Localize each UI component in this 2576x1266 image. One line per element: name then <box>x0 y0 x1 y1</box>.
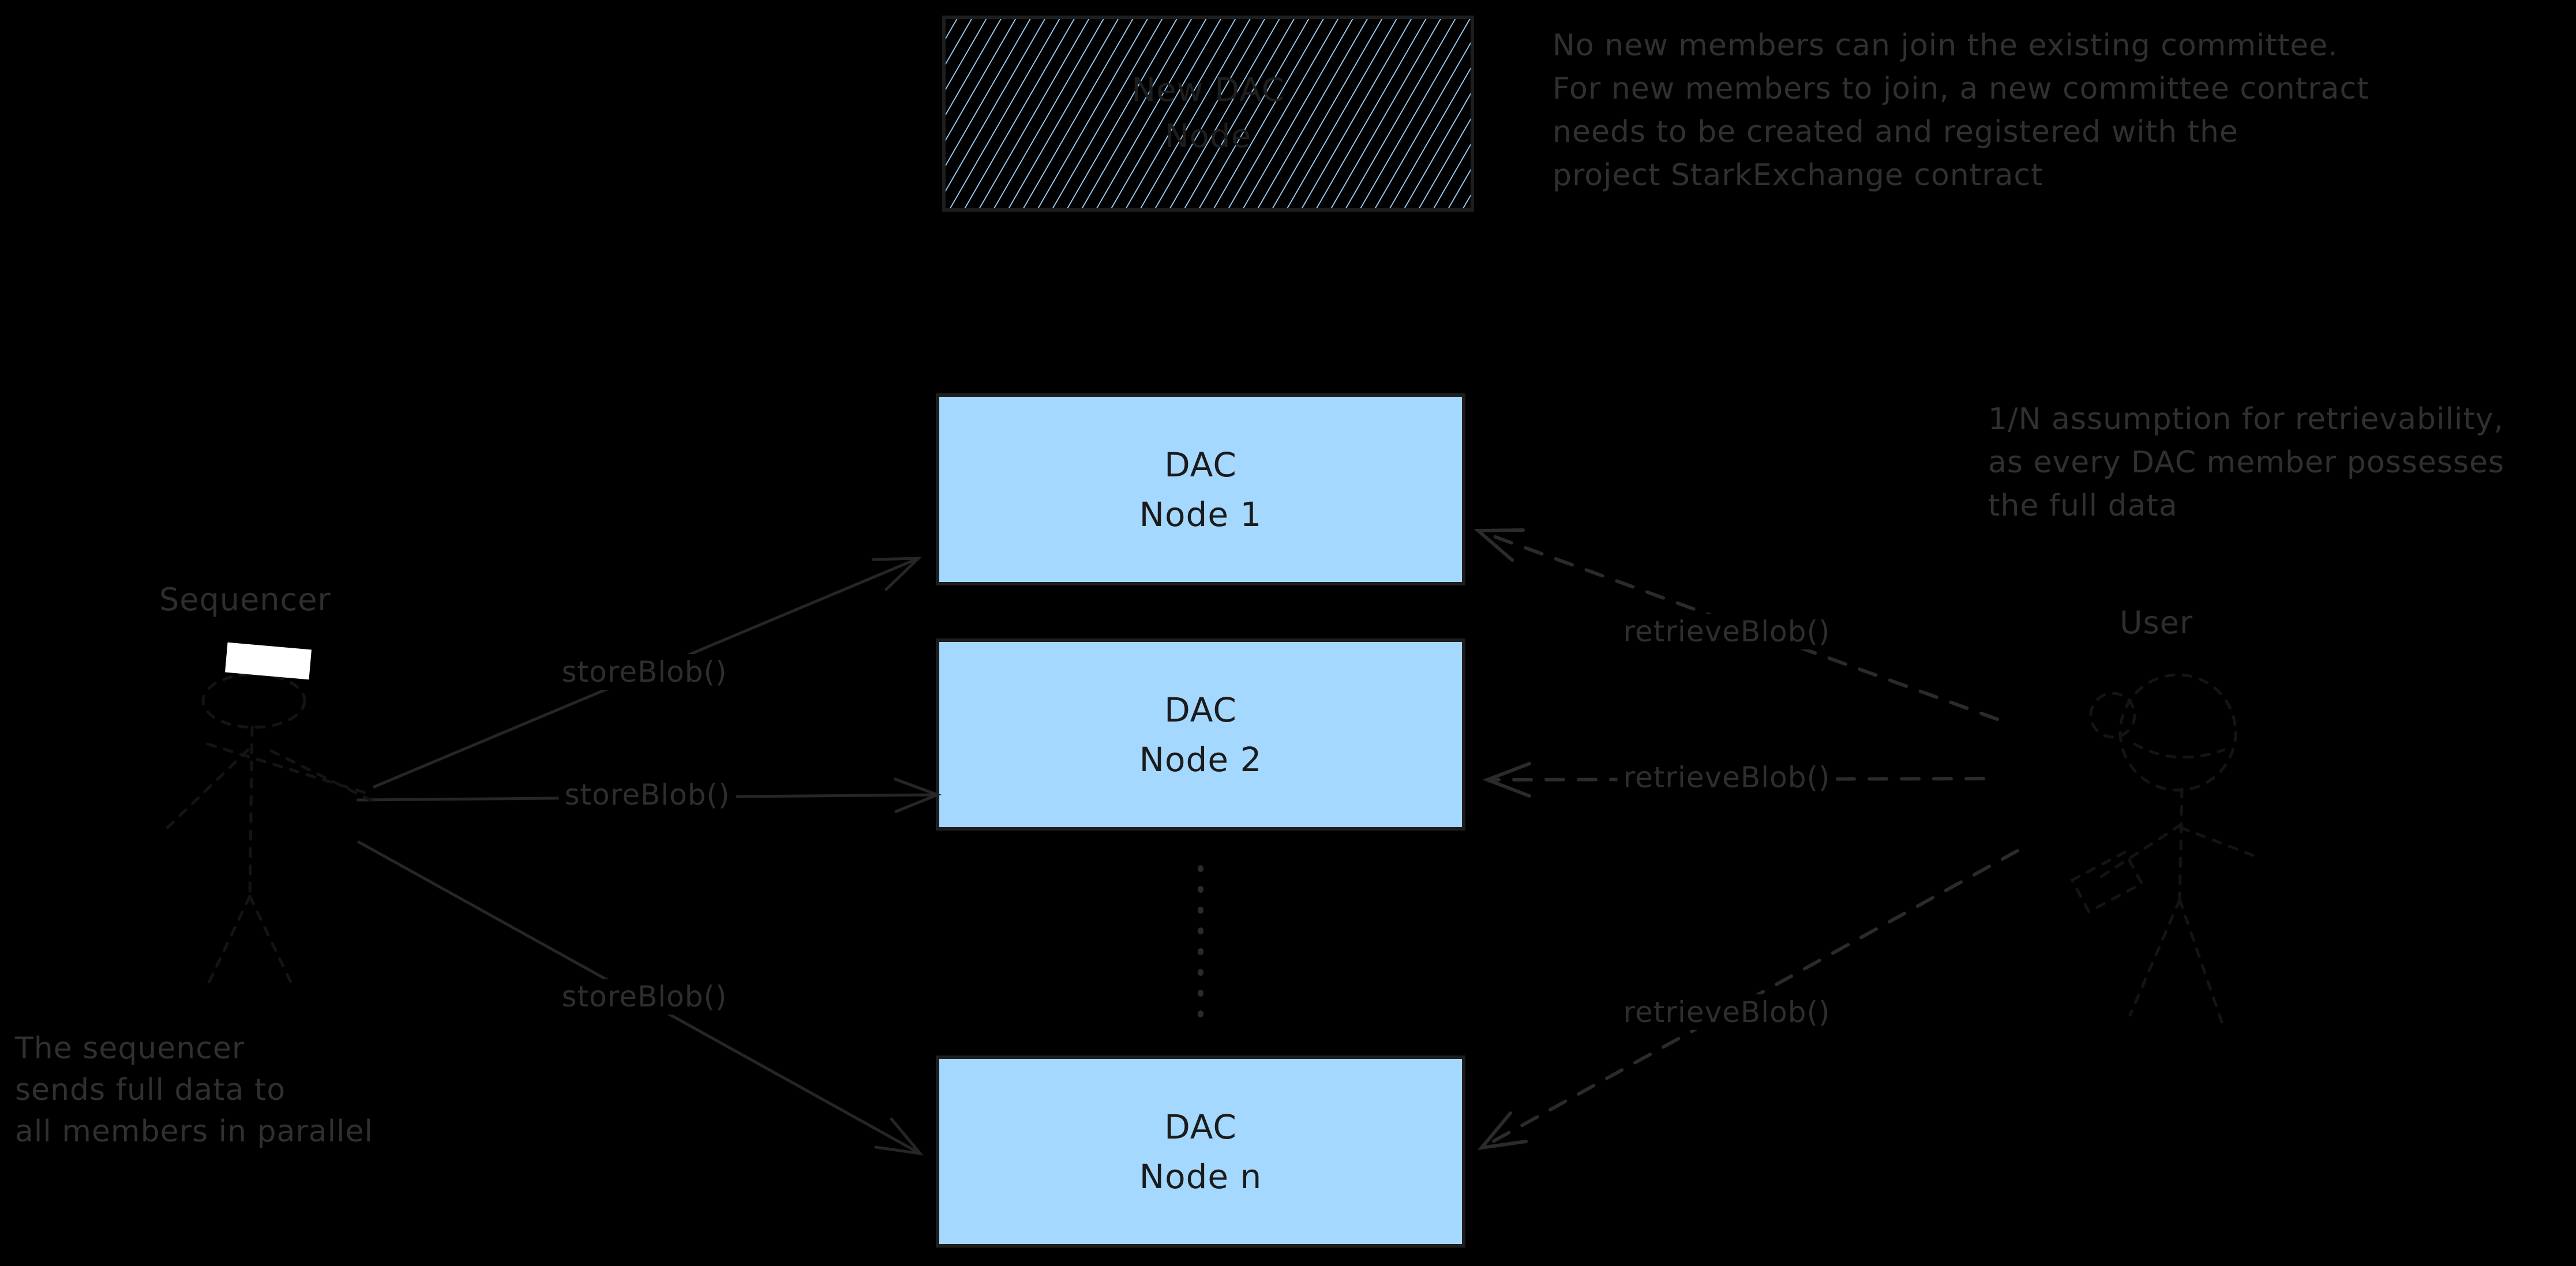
dac-node-1-label: DAC Node 1 <box>1139 445 1262 534</box>
dac-node-2-box <box>936 638 1465 831</box>
store-blob-label-2: storeBlob() <box>558 777 736 813</box>
retrievability-note: 1/N assumption for retrievability, as ev… <box>1988 402 2505 523</box>
retrieve-arrow-2 <box>1482 762 1985 798</box>
user-figure-icon <box>2070 673 2262 1025</box>
dac-node-2-label: DAC Node 2 <box>1139 690 1262 779</box>
committee-note: No new members can join the existing com… <box>1553 28 2369 193</box>
sequencer-label: Sequencer <box>159 581 331 618</box>
retrieve-blob-label-2: retrieveBlob() <box>1617 760 1836 795</box>
dac-node-n-label: DAC Node n <box>1139 1107 1262 1196</box>
user-label: User <box>2120 604 2193 641</box>
sequencer-hat-icon <box>225 642 312 680</box>
store-blob-label-3: storeBlob() <box>556 979 733 1015</box>
new-dac-node-box-label: New DAC Node <box>1131 72 1285 155</box>
new-dac-node-box <box>942 16 1474 212</box>
sequencer-figure-icon <box>163 673 376 989</box>
retrieve-blob-label-1: retrieveBlob() <box>1617 614 1836 649</box>
dac-node-1-box <box>936 393 1465 585</box>
dac-node-n-box <box>936 1055 1465 1248</box>
sequencer-note: The sequencer sends full data to all mem… <box>15 1031 373 1149</box>
store-blob-label-1: storeBlob() <box>556 654 733 690</box>
retrieve-blob-label-3: retrieveBlob() <box>1617 994 1836 1030</box>
